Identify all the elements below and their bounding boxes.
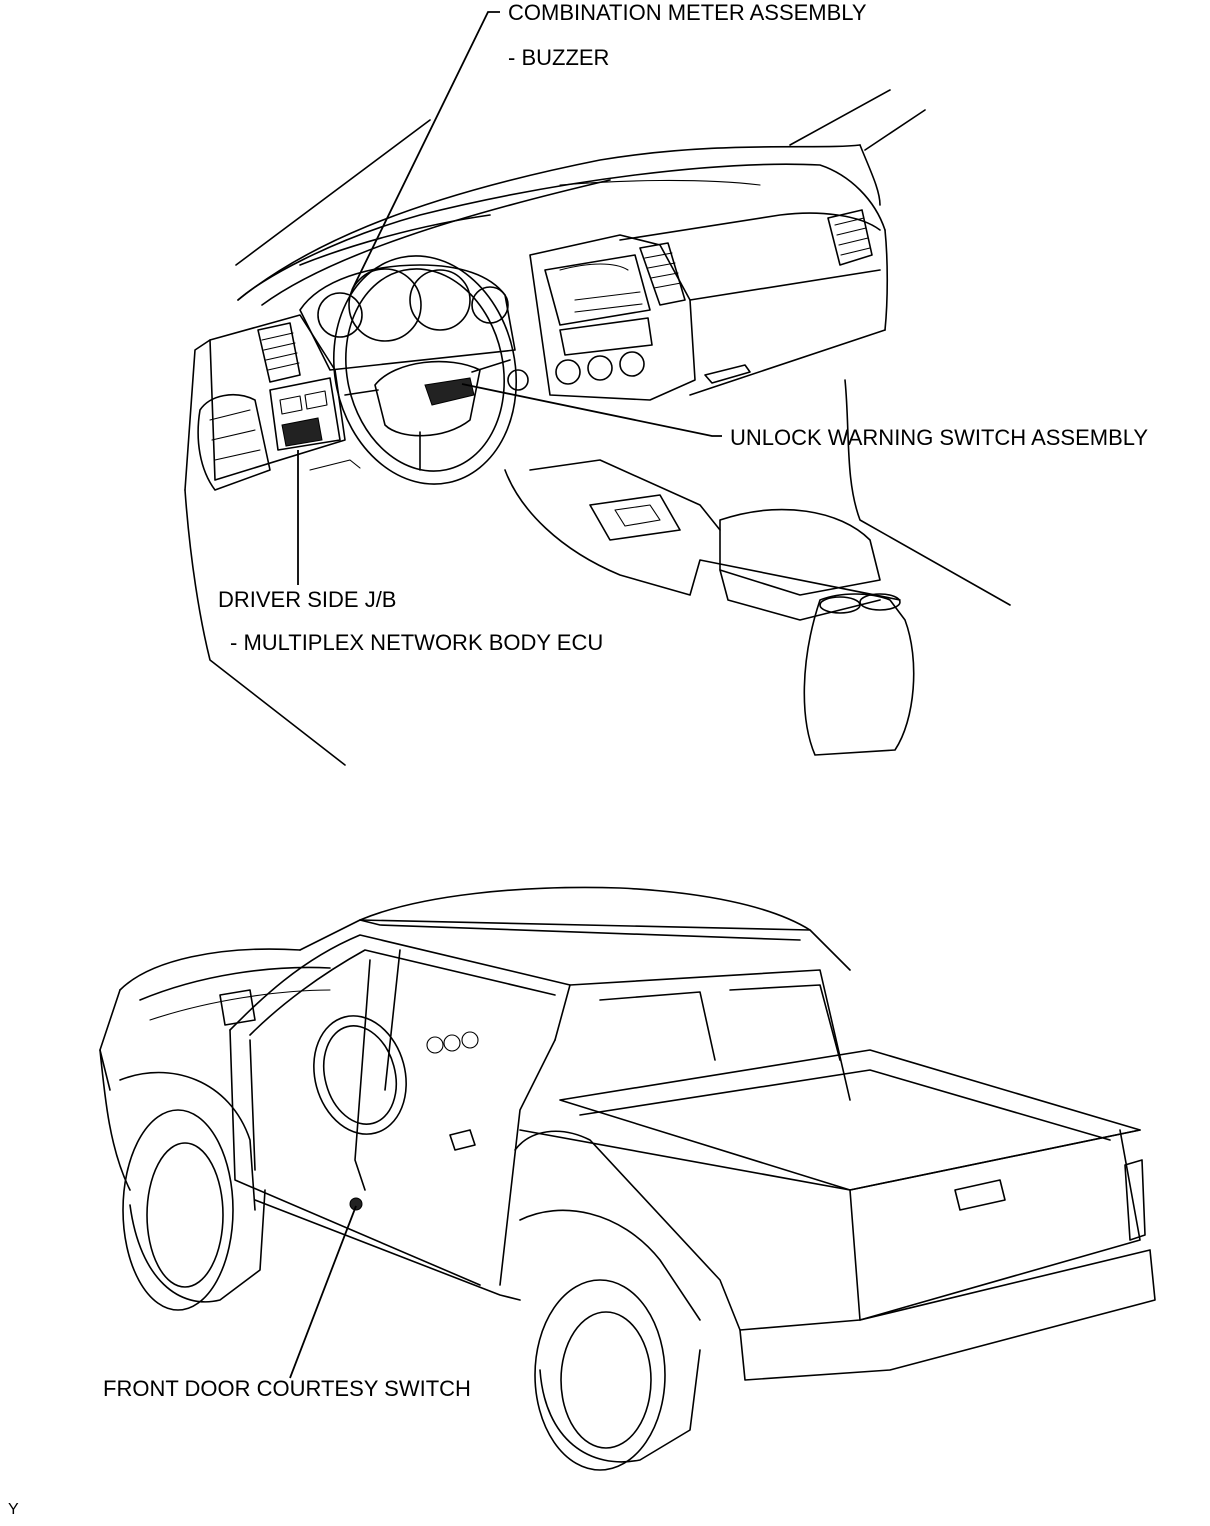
label-multiplex-ecu: - MULTIPLEX NETWORK BODY ECU — [230, 630, 604, 655]
label-driver-side-jb: DRIVER SIDE J/B — [218, 587, 397, 612]
leader-combination-meter — [351, 11, 500, 291]
figure-code: Y — [8, 1501, 19, 1518]
label-unlock-warning-switch: UNLOCK WARNING SWITCH ASSEMBLY — [730, 425, 1149, 450]
leader-unlock-warning — [461, 383, 722, 437]
dashboard-illustration — [184, 89, 1011, 766]
label-front-door-courtesy-switch: FRONT DOOR COURTESY SWITCH — [103, 1376, 471, 1401]
label-buzzer: - BUZZER — [508, 45, 610, 70]
label-combination-meter: COMBINATION METER ASSEMBLY — [508, 0, 867, 25]
truck-illustration — [99, 886, 1156, 1471]
leader-front-door-courtesy — [289, 1205, 357, 1379]
leader-lines — [289, 11, 722, 1379]
